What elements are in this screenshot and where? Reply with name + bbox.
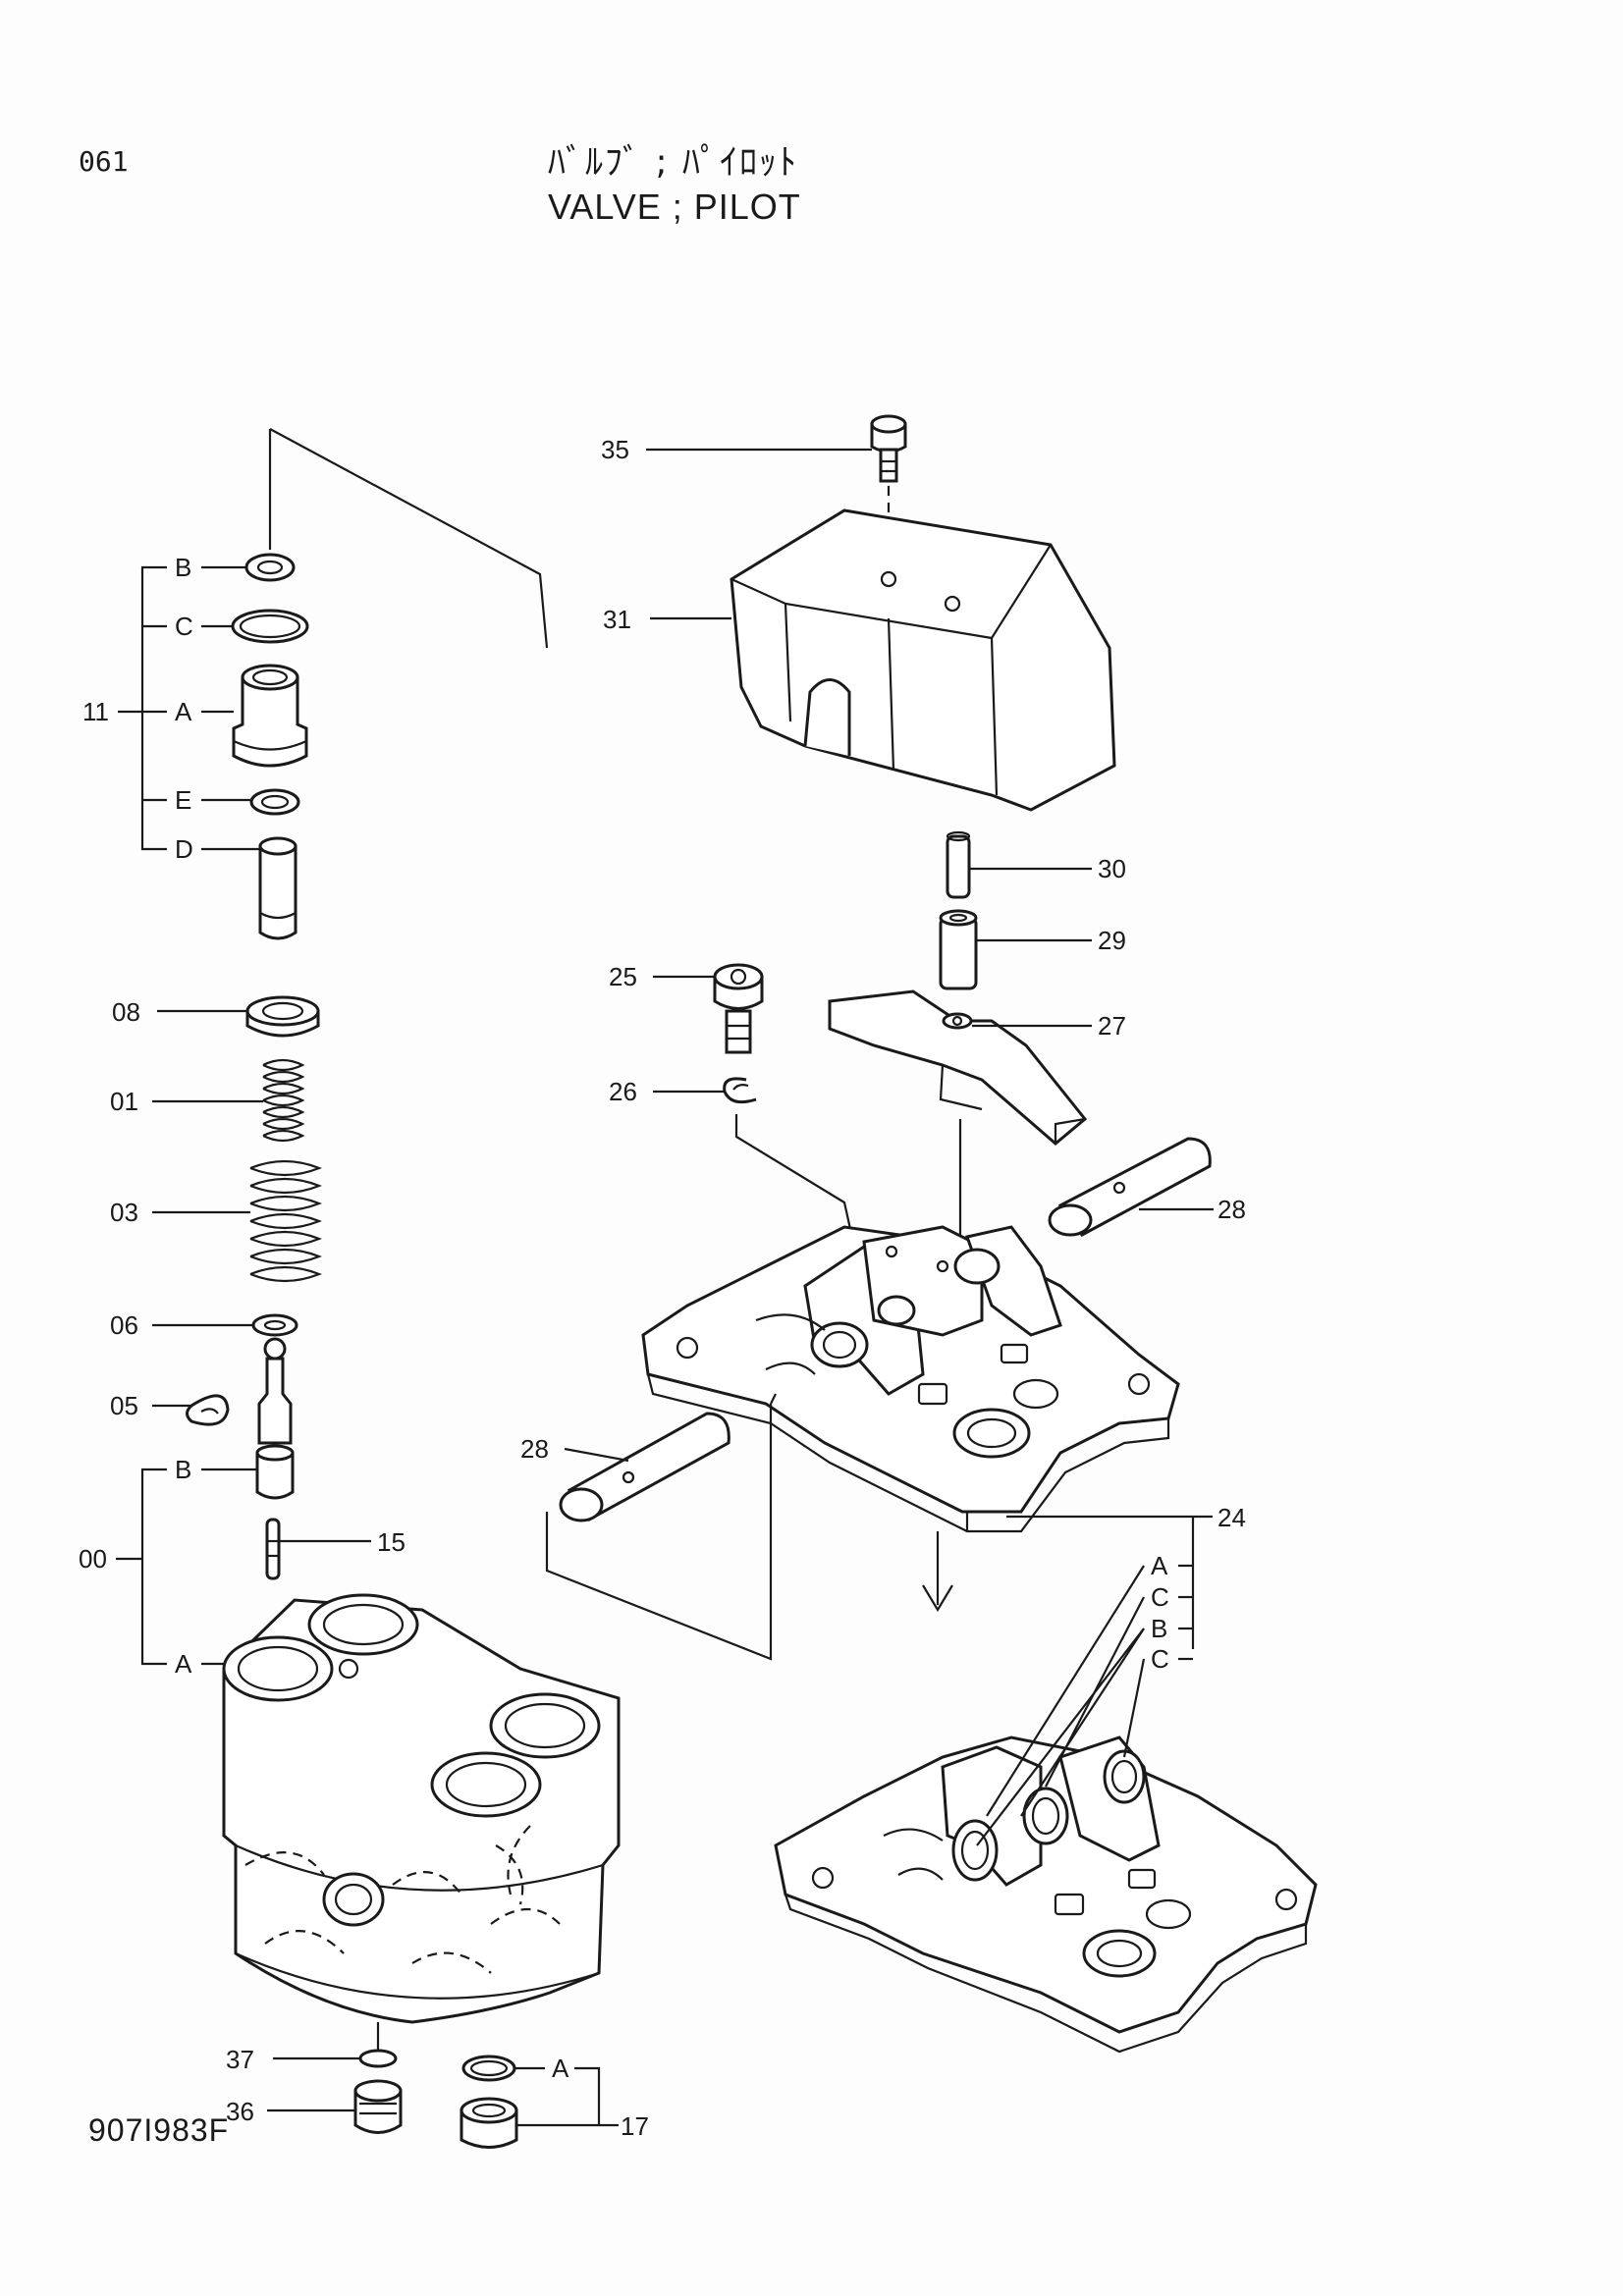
page-number: 061 [79,145,129,178]
part-29-sleeve [939,909,978,990]
valve-casing [222,1593,621,2024]
part-11-c-oring [231,609,309,644]
callout-08: 08 [112,997,140,1027]
callout-11-d: D [175,834,193,864]
part-00-b-plunger [255,1337,295,1500]
part-28-upper-shaft [1048,1137,1212,1237]
callout-17-bracket [514,2066,619,2127]
part-31-cover [730,508,1116,812]
callout-15: 15 [377,1527,406,1557]
part-05-clip [186,1394,230,1426]
part-30-pin [946,830,971,899]
callout-29: 29 [1098,926,1126,955]
leader-28-lower [564,1447,629,1463]
callout-00-a: A [175,1649,192,1679]
callout-37: 37 [226,2045,254,2074]
callout-35: 35 [601,435,629,464]
callout-28-lower: 28 [520,1434,549,1464]
callout-36: 36 [226,2097,254,2126]
part-11-e-ring [249,788,300,816]
assembly-direction-arrow [922,1531,953,1613]
callout-24-c-second: C [1151,1644,1169,1674]
part-17-a-oring [461,2055,516,2082]
part-24-base-plate-detail-view [774,1735,1318,2054]
assembly-guide-line [545,1404,773,1661]
callout-11-c: C [175,612,193,641]
drawing-code: 907I983F [88,2112,230,2148]
callout-26: 26 [609,1077,637,1106]
callout-24-b: B [1151,1614,1167,1643]
callout-11-e: E [175,785,191,815]
assembly-guide-line [734,1114,856,1248]
callout-27: 27 [1098,1011,1126,1041]
part-28-lower-shaft [559,1412,730,1522]
part-15-pin [265,1518,281,1580]
callout-30: 30 [1098,854,1126,883]
callout-00-b: B [175,1455,191,1484]
part-37-oring [358,2049,398,2068]
part-26-snap-ring [723,1077,757,1104]
callout-25: 25 [609,962,637,991]
part-11-b-seal [244,553,296,582]
part-25-bolt [713,963,764,1054]
callout-24-a: A [1151,1551,1168,1580]
part-27-cam-lever [828,989,1088,1146]
page-title: VALVE ; PILOT [548,187,801,227]
callout-17: 17 [621,2111,649,2141]
callout-01: 01 [110,1087,138,1116]
part-06-washer [251,1313,298,1337]
part-11-d-tube [258,836,298,940]
callout-06: 06 [110,1310,138,1340]
part-03-outer-spring [249,1159,322,1283]
callout-24-bracket [976,1515,1213,1846]
callout-31: 31 [603,605,631,634]
callout-28-upper: 28 [1217,1195,1246,1224]
callout-11-a: A [175,697,192,726]
part-08-spring-seat [245,995,320,1038]
page-title-japanese: ﾊﾞﾙﾌﾞ ; ﾊﾟｲﾛｯﾄ [548,142,799,183]
part-24-base-plate [641,1225,1180,1533]
callout-11-bracket [118,565,260,851]
assembly-guide-line [269,428,549,649]
callout-03: 03 [110,1198,138,1227]
part-36-plug [353,2079,403,2134]
part-01-inner-spring [262,1058,305,1143]
callout-24-c-first: C [1151,1582,1169,1612]
part-17-plug [460,2097,518,2149]
callout-11-b: B [175,553,191,582]
assembly-guide-line [770,1393,777,1405]
callout-00-bracket [116,1468,257,1666]
callout-11: 11 [82,697,109,726]
callout-17-a: A [552,2054,569,2083]
callout-00: 00 [79,1544,107,1574]
callout-05: 05 [110,1391,138,1420]
part-35-bolt [870,414,907,483]
part-11-a-bushing [232,664,308,768]
callout-24: 24 [1217,1503,1246,1532]
